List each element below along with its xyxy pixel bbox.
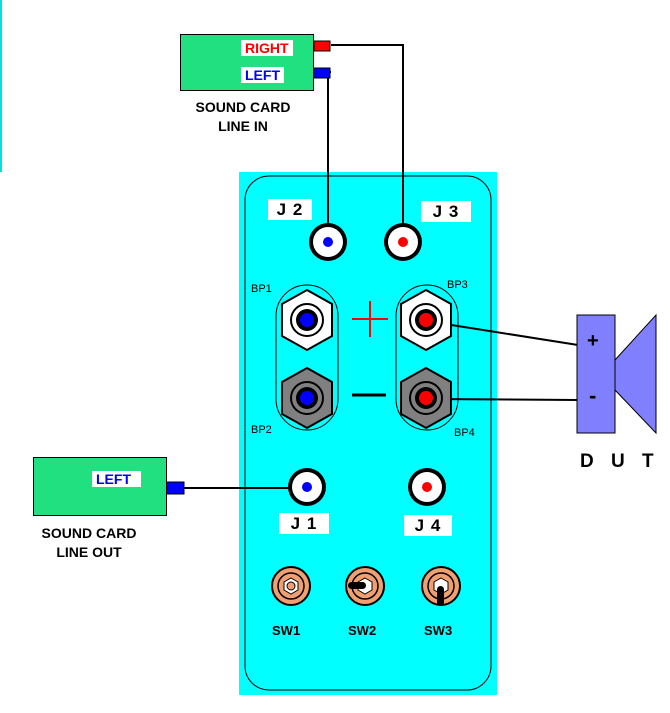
jack-j3: [384, 223, 422, 261]
binding-post-bp1: [281, 288, 333, 352]
line-in-caption: SOUND CARD LINE IN: [176, 98, 310, 136]
panel-inner-outline: [244, 175, 492, 691]
left-channel-label: LEFT: [241, 67, 284, 83]
dut-label: D U T: [580, 451, 660, 472]
test-panel: [239, 172, 497, 695]
line-out-caption-line1: SOUND CARD: [41, 525, 137, 541]
switch-sw2: [345, 566, 385, 606]
line-in-caption-line1: SOUND CARD: [195, 99, 291, 115]
binding-post-bp4: [400, 366, 452, 430]
right-channel-label: RIGHT: [241, 40, 293, 56]
line-out-caption: SOUND CARD LINE OUT: [22, 524, 156, 562]
bp4-label: BP4: [454, 427, 475, 439]
dut-speaker-icon: [576, 313, 657, 435]
line-out-left-label: LEFT: [92, 471, 141, 487]
binding-post-bp3: [400, 288, 452, 352]
dut-plus-label: +: [587, 330, 599, 352]
switch-sw3: [421, 566, 461, 606]
dut-minus-label: -: [589, 383, 597, 408]
plug-line-out: [165, 481, 185, 495]
wire-right-channel: [331, 44, 404, 228]
edge-strip: [0, 0, 2, 172]
bp-group-right: [395, 284, 459, 431]
jack-j2: [309, 223, 347, 261]
line-out-caption-line2: LINE OUT: [56, 544, 122, 560]
bp1-label: BP1: [251, 283, 272, 295]
bp-group-left: [275, 284, 339, 431]
jack-j4: [408, 468, 446, 506]
plug-left: [313, 67, 331, 79]
plug-right: [313, 40, 331, 52]
binding-post-bp2: [281, 366, 333, 430]
sw2-label: SW2: [348, 623, 377, 638]
jack-j1-label: J 1: [279, 513, 329, 534]
jack-j1: [288, 468, 326, 506]
bp3-label: BP3: [447, 279, 468, 291]
sw3-label: SW3: [424, 623, 453, 638]
jack-j4-label: J 4: [404, 515, 452, 536]
line-in-caption-line2: LINE IN: [218, 118, 268, 134]
jack-j2-label: J 2: [268, 199, 312, 220]
plus-symbol: [352, 301, 388, 337]
sw1-label: SW1: [272, 623, 301, 638]
bp2-label: BP2: [251, 424, 272, 436]
switch-sw1: [271, 566, 311, 606]
jack-j3-label: J 3: [421, 201, 471, 222]
